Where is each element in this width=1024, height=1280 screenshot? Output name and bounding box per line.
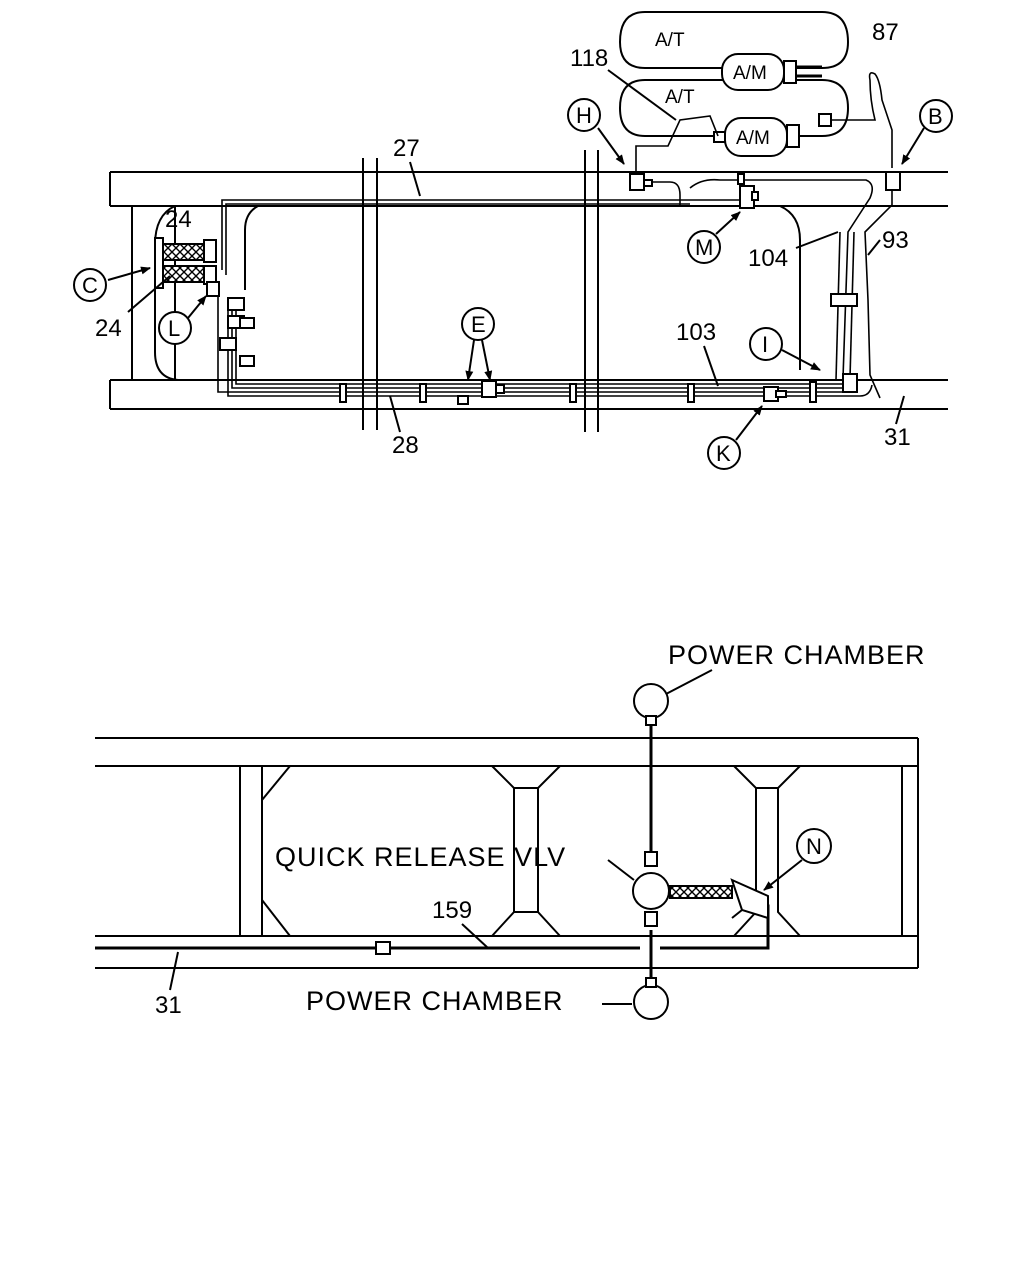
bottom-view: POWER CHAMBER QUICK RELEASE VLV POWER CH… xyxy=(95,640,926,1020)
callout-k: K xyxy=(707,405,763,470)
crossmembers xyxy=(362,150,599,432)
tank-label-upper: A/T xyxy=(655,30,685,51)
label-power-chamber-bottom: POWER CHAMBER xyxy=(306,986,564,1016)
air-module-upper: A/M xyxy=(721,53,822,91)
frame-bottom xyxy=(95,737,919,969)
callout-b: B xyxy=(901,99,953,165)
label-power-chamber-top: POWER CHAMBER xyxy=(668,640,926,670)
svg-text:H: H xyxy=(576,103,592,128)
part-number-118: 118 xyxy=(570,45,608,72)
callout-h: H xyxy=(567,98,625,165)
frame-rails xyxy=(109,171,948,410)
module-label-lower: A/M xyxy=(736,128,770,149)
svg-text:C: C xyxy=(82,273,98,298)
callout-m: M xyxy=(687,211,741,264)
svg-text:K: K xyxy=(716,441,731,466)
svg-text:E: E xyxy=(471,312,486,337)
top-view: A/T A/T A/M A/M xyxy=(73,11,953,470)
air-tank-lower: A/T xyxy=(618,79,850,137)
part-number-24-lower: 24 xyxy=(95,315,122,342)
part-number-24-upper: 24 xyxy=(165,206,192,233)
part-number-103: 103 xyxy=(676,319,716,346)
power-chamber-bottom xyxy=(633,977,669,1020)
svg-text:I: I xyxy=(762,332,768,357)
label-quick-release-vlv: QUICK RELEASE VLV xyxy=(275,842,566,872)
part-number-87: 87 xyxy=(872,19,899,46)
part-number-159: 159 xyxy=(432,897,472,924)
tank-label-lower: A/T xyxy=(665,87,695,108)
callout-i: I xyxy=(749,327,821,371)
callout-l: L xyxy=(158,295,207,345)
module-label-upper: A/M xyxy=(733,63,767,84)
svg-text:B: B xyxy=(928,104,943,129)
part-number-93: 93 xyxy=(882,227,909,254)
quick-release-valve xyxy=(632,851,769,927)
callout-n: N xyxy=(763,828,832,891)
svg-text:N: N xyxy=(806,834,822,859)
part-number-27: 27 xyxy=(393,135,420,162)
part-number-31-top: 31 xyxy=(884,424,911,451)
part-number-28: 28 xyxy=(392,432,419,459)
part-number-104: 104 xyxy=(748,245,788,272)
power-chamber-top xyxy=(633,683,669,726)
callout-e: E xyxy=(461,307,495,381)
air-lines xyxy=(217,72,893,399)
callout-c: C xyxy=(73,266,151,302)
svg-text:M: M xyxy=(695,235,713,260)
fittings xyxy=(154,113,901,405)
part-number-31-bottom: 31 xyxy=(155,992,182,1019)
air-module-lower: A/M xyxy=(713,117,800,157)
line-fitting xyxy=(375,941,391,955)
svg-text:L: L xyxy=(168,316,180,341)
